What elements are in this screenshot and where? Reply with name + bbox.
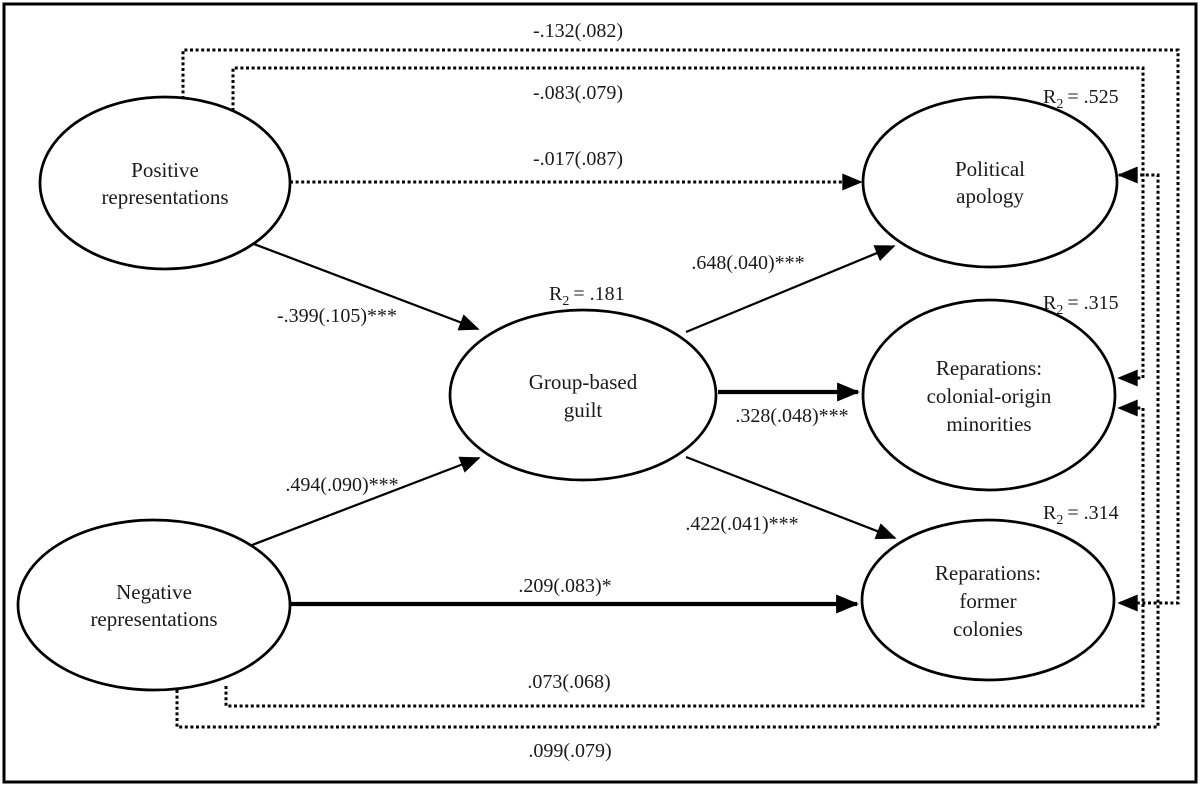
guilt-label-line1: Group-based	[529, 370, 638, 394]
former-r2-pre: R	[1043, 502, 1057, 524]
edge-label-negative-to-apology: .099(.079)	[528, 740, 611, 762]
negative-label-line2: representations	[90, 607, 217, 631]
apology-label-line2: apology	[956, 184, 1024, 208]
edge-negative-to-guilt-path	[251, 456, 481, 547]
apology-r2-label: R2 = .525	[1043, 86, 1119, 112]
edge-guilt-to-political-apology-path	[685, 244, 896, 334]
node-reparations-colonial-ellipse	[861, 298, 1117, 492]
guilt-r2-sub: 2	[562, 294, 569, 309]
edge-label-positive-to-former: -.132(.082)	[533, 20, 623, 42]
apology-r2-val: = .525	[1067, 86, 1118, 108]
former-r2-label: R2 = .314	[1043, 502, 1119, 528]
guilt-r2-val: = .181	[573, 283, 624, 305]
guilt-label-line2: guilt	[564, 398, 603, 422]
node-positive-representations-ellipse	[38, 95, 292, 271]
edge-positive-to-former-colonies-path	[181, 48, 1180, 612]
colonial-label-line3: minorities	[946, 412, 1031, 436]
edge-label-guilt-to-colonial: .328(.048)***	[735, 405, 848, 427]
colonial-r2-val: = .315	[1067, 292, 1118, 314]
edge-guilt-to-former-colonies-path	[685, 455, 897, 540]
apology-r2-sub: 2	[1056, 97, 1063, 112]
edge-label-negative-to-guilt: .494(.090)***	[285, 474, 398, 496]
edge-positive-to-colonial-minorities-path	[231, 66, 1145, 387]
negative-label-line1: Negative	[116, 580, 192, 604]
apology-r2-pre: R	[1043, 86, 1057, 108]
guilt-r2-label: R2 = .181	[549, 283, 625, 309]
former-r2-val: = .314	[1067, 502, 1118, 524]
positive-label-line1: Positive	[131, 158, 199, 182]
former-label-line2: former	[959, 589, 1016, 613]
colonial-r2-sub: 2	[1056, 303, 1063, 318]
edge-label-guilt-to-apology: .648(.040)***	[691, 252, 804, 274]
node-group-based-guilt-ellipse	[448, 308, 718, 482]
former-label-line3: colonies	[953, 617, 1023, 641]
edge-negative-to-colonial-minorities-path	[224, 399, 1145, 708]
node-negative-representations-ellipse	[16, 518, 292, 692]
colonial-label-line2: colonial-origin	[927, 384, 1052, 408]
positive-label-line2: representations	[101, 185, 228, 209]
former-r2-sub: 2	[1056, 513, 1063, 528]
node-reparations-former-ellipse	[860, 518, 1116, 682]
edge-label-positive-to-guilt: -.399(.105)***	[277, 305, 397, 327]
edge-label-positive-to-apology: -.017(.087)	[533, 148, 623, 170]
colonial-r2-pre: R	[1043, 292, 1057, 314]
node-political-apology-ellipse	[861, 95, 1119, 269]
edge-positive-to-guilt-path	[253, 242, 480, 331]
edge-label-positive-to-colonial: -.083(.079)	[533, 82, 623, 104]
former-label-line1: Reparations:	[935, 561, 1041, 585]
colonial-r2-label: R2 = .315	[1043, 292, 1119, 318]
colonial-label-line1: Reparations:	[936, 356, 1042, 380]
edge-label-guilt-to-former: .422(.041)***	[685, 513, 798, 535]
edge-negative-to-political-apology-path	[175, 166, 1160, 729]
apology-label-line1: Political	[955, 157, 1025, 181]
edge-label-negative-to-colonial: .073(.068)	[527, 671, 610, 693]
guilt-r2-pre: R	[549, 283, 563, 305]
edge-label-negative-to-former: .209(.083)*	[518, 575, 611, 597]
